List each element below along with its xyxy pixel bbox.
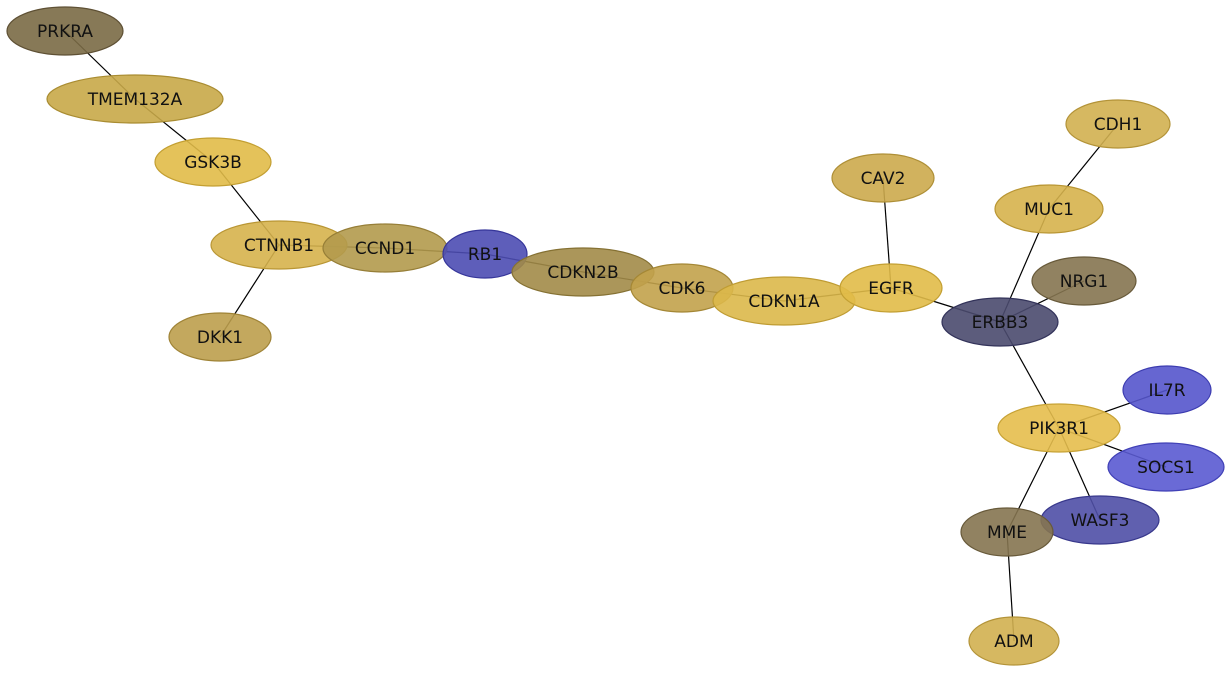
node-label: CCND1: [355, 239, 415, 259]
node-label: PRKRA: [37, 22, 93, 42]
node-mme[interactable]: MME: [960, 507, 1054, 557]
node-cdh1[interactable]: CDH1: [1065, 99, 1171, 149]
node-adm[interactable]: ADM: [968, 616, 1060, 666]
node-shape[interactable]: [1031, 256, 1137, 306]
node-label: EGFR: [868, 279, 914, 299]
node-shape[interactable]: [442, 229, 528, 279]
node-nrg1[interactable]: NRG1: [1031, 256, 1137, 306]
node-cav2[interactable]: CAV2: [831, 153, 935, 203]
node-rb1[interactable]: RB1: [442, 229, 528, 279]
node-prkra[interactable]: PRKRA: [6, 6, 124, 56]
node-label: MUC1: [1024, 200, 1074, 220]
node-label: DKK1: [197, 328, 243, 348]
node-label: NRG1: [1060, 272, 1109, 292]
node-ccnd1[interactable]: CCND1: [322, 223, 448, 273]
node-il7r[interactable]: IL7R: [1122, 365, 1212, 415]
node-label: IL7R: [1148, 381, 1185, 401]
node-shape[interactable]: [1122, 365, 1212, 415]
node-label: SOCS1: [1137, 458, 1195, 478]
node-shape[interactable]: [994, 184, 1104, 234]
node-shape[interactable]: [1107, 442, 1225, 492]
node-shape[interactable]: [6, 6, 124, 56]
node-erbb3[interactable]: ERBB3: [941, 297, 1059, 347]
node-label: ADM: [994, 632, 1033, 652]
node-wasf3[interactable]: WASF3: [1040, 495, 1160, 545]
node-shape[interactable]: [997, 403, 1121, 453]
node-shape[interactable]: [941, 297, 1059, 347]
node-muc1[interactable]: MUC1: [994, 184, 1104, 234]
node-shape[interactable]: [154, 137, 272, 187]
node-label: RB1: [468, 245, 502, 265]
node-shape[interactable]: [968, 616, 1060, 666]
node-shape[interactable]: [960, 507, 1054, 557]
node-label: WASF3: [1071, 511, 1130, 531]
node-shape[interactable]: [831, 153, 935, 203]
node-shape[interactable]: [839, 263, 943, 313]
node-shape[interactable]: [46, 74, 224, 124]
node-gsk3b[interactable]: GSK3B: [154, 137, 272, 187]
node-label: TMEM132A: [87, 90, 183, 110]
node-label: CAV2: [861, 169, 906, 189]
node-egfr[interactable]: EGFR: [839, 263, 943, 313]
node-tmem132a[interactable]: TMEM132A: [46, 74, 224, 124]
node-label: CDKN1A: [748, 292, 820, 312]
node-label: GSK3B: [184, 153, 242, 173]
node-pik3r1[interactable]: PIK3R1: [997, 403, 1121, 453]
node-ctnnb1[interactable]: CTNNB1: [210, 220, 348, 270]
node-socs1[interactable]: SOCS1: [1107, 442, 1225, 492]
node-label: CDH1: [1094, 115, 1143, 135]
node-label: CTNNB1: [244, 236, 314, 256]
node-shape[interactable]: [168, 312, 272, 362]
node-label: ERBB3: [972, 313, 1029, 333]
node-label: MME: [987, 523, 1027, 543]
node-cdkn1a[interactable]: CDKN1A: [712, 276, 856, 326]
node-cdk6[interactable]: CDK6: [630, 263, 734, 313]
node-label: PIK3R1: [1029, 419, 1089, 439]
node-label: CDK6: [659, 279, 706, 299]
node-label: CDKN2B: [547, 263, 618, 283]
node-dkk1[interactable]: DKK1: [168, 312, 272, 362]
node-shape[interactable]: [1065, 99, 1171, 149]
